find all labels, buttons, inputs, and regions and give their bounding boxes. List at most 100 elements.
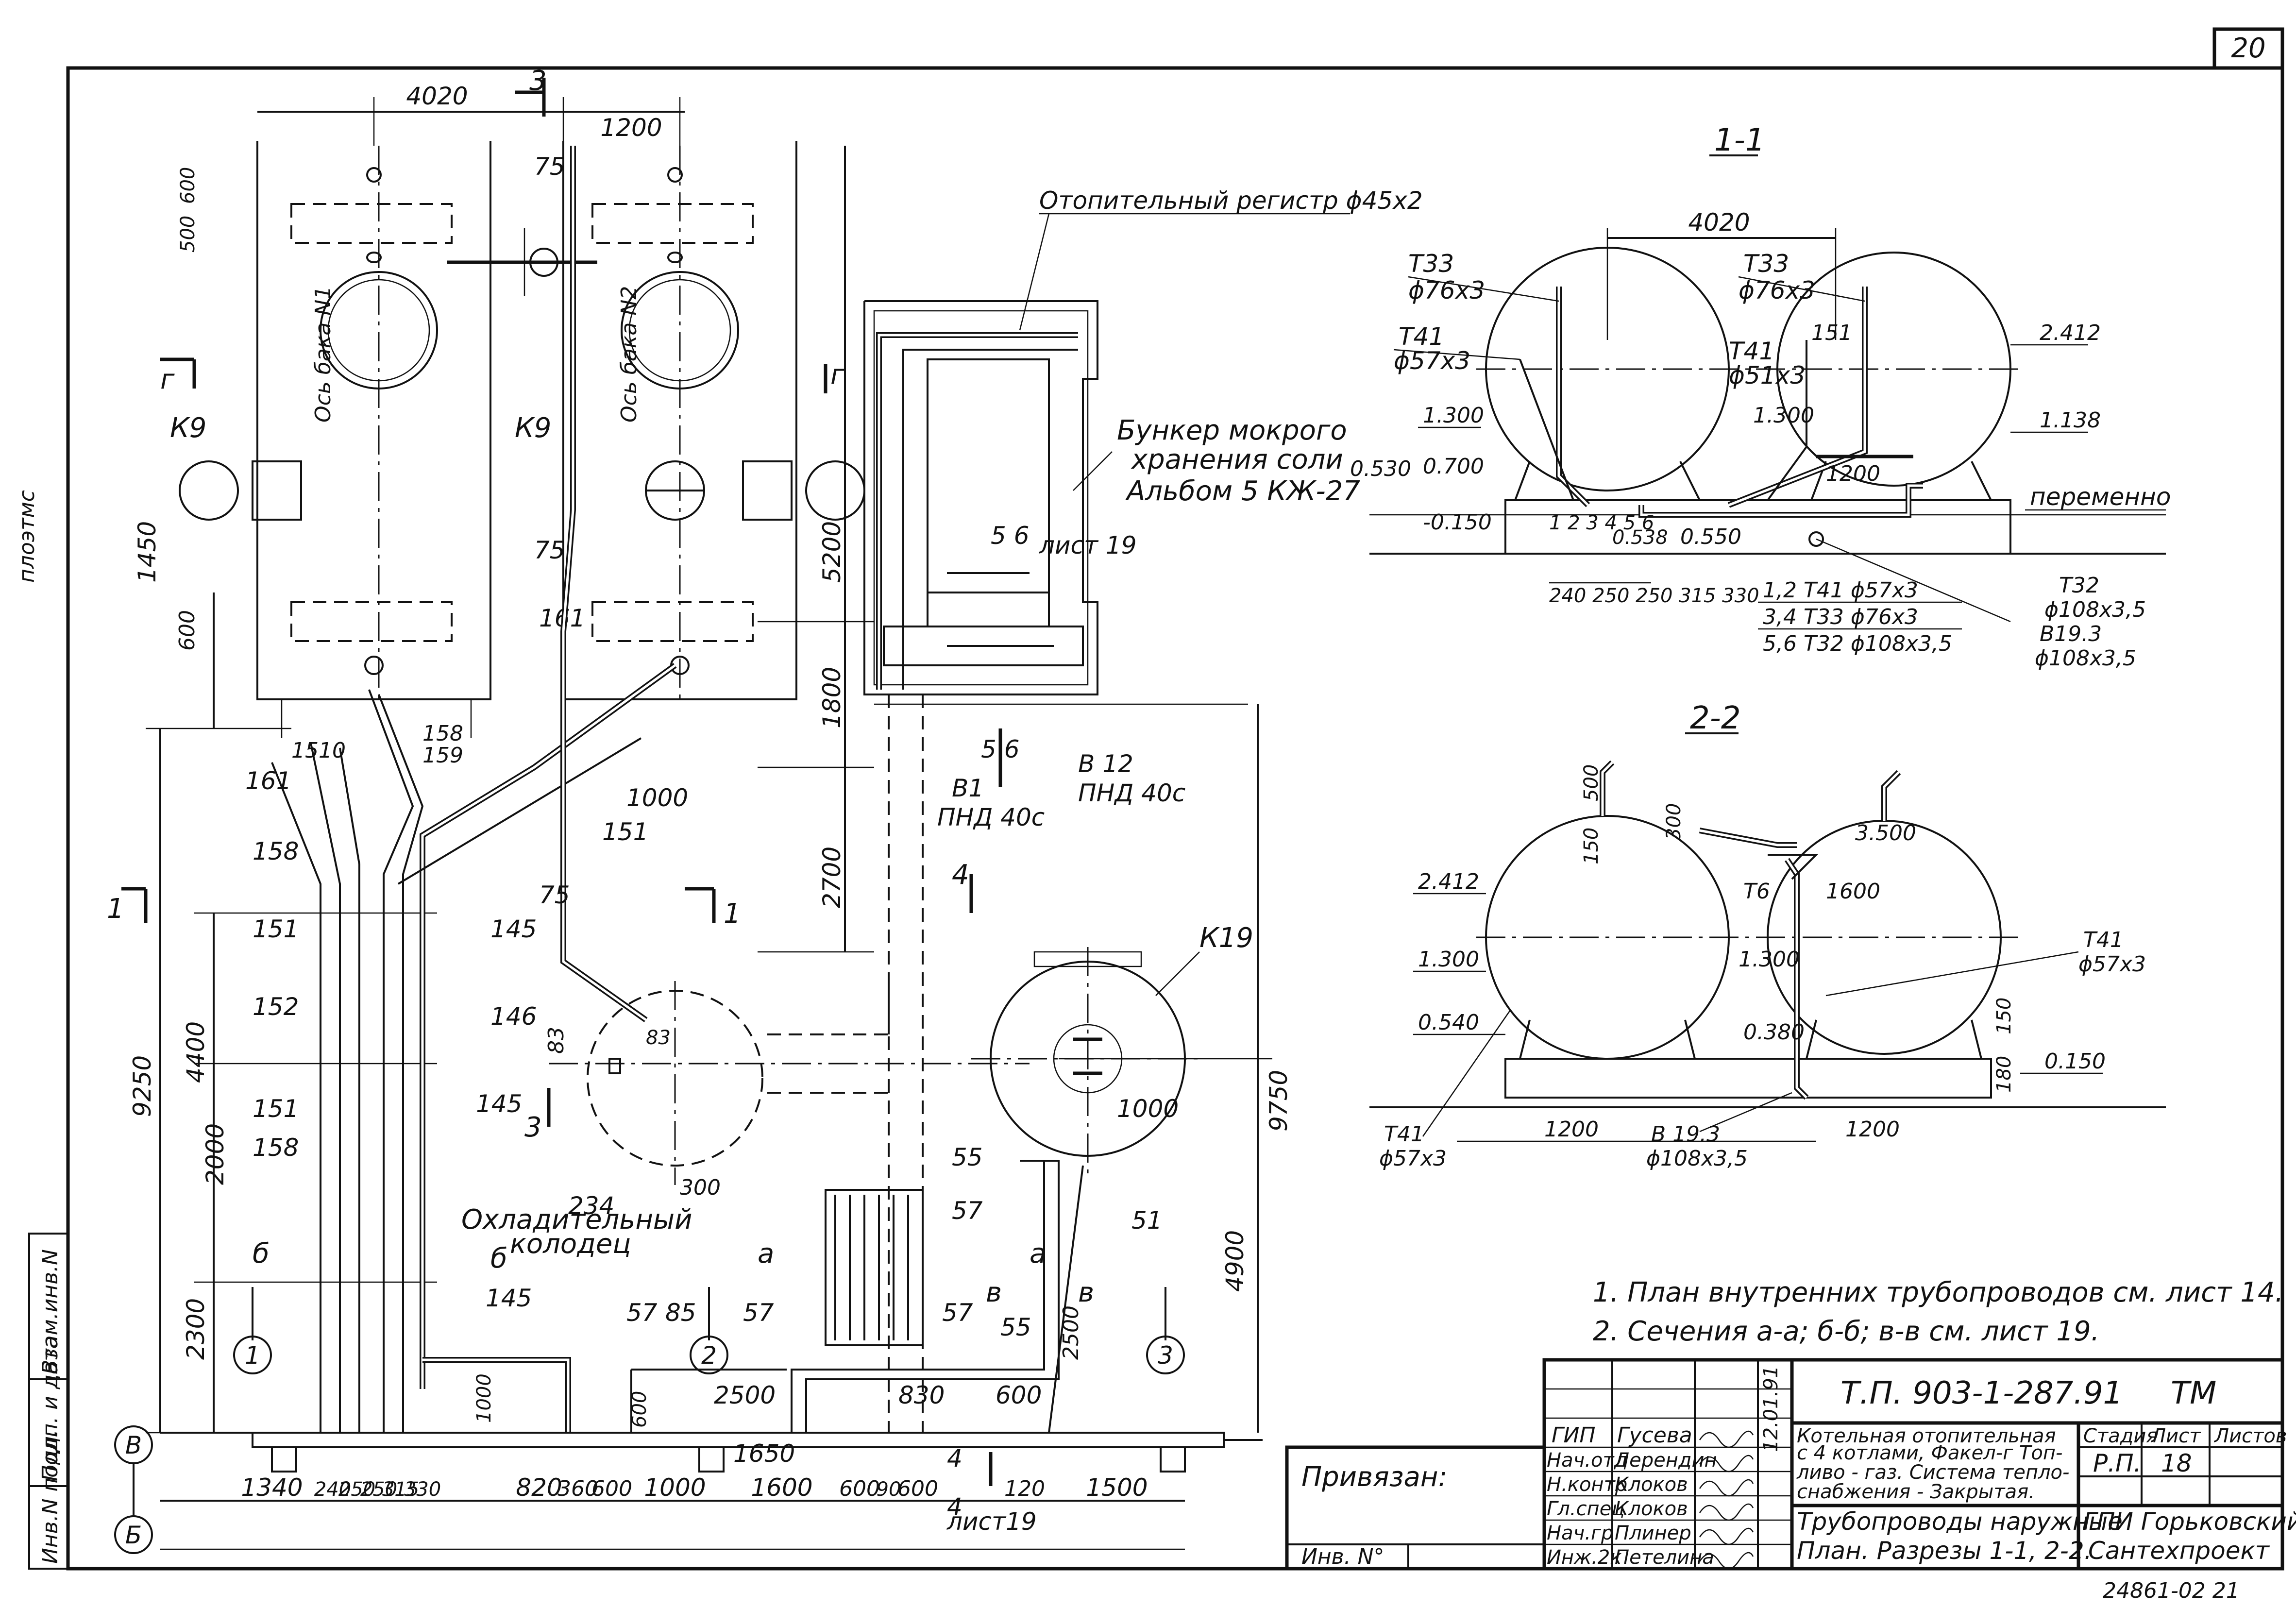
axis-2: 2 <box>701 1341 717 1370</box>
t41b-1: Т41 <box>1729 337 1774 365</box>
bd-330: 330 <box>404 1478 441 1501</box>
label-146: 146 <box>490 1002 537 1031</box>
label-75-a: 75 <box>534 152 565 181</box>
sec22-b193-2: ϕ108x3,5 <box>1646 1146 1748 1171</box>
section-2-left: г <box>160 364 175 395</box>
label-55-b: 57 <box>942 1299 973 1327</box>
name-3: Клоков <box>1615 1498 1688 1520</box>
el-1138: 1.138 <box>2040 408 2101 433</box>
bd-240: 240 <box>314 1478 351 1501</box>
proj-4: снабжения - Закрытая. <box>1797 1481 2035 1503</box>
tank1-axis-label: Ось бака N1 <box>311 286 336 423</box>
bunker-3: Альбом 5 КЖ-27 <box>1125 475 1360 507</box>
t41b-2: ϕ51x3 <box>1729 361 1806 389</box>
note-2: 2. Сечения а-а; б-б; в-в см. лист 19. <box>1593 1316 2099 1347</box>
dim-1200-top: 1200 <box>600 114 662 142</box>
bd-820: 820 <box>516 1473 562 1502</box>
sec-56-lower: 5 6 <box>981 735 1020 763</box>
bunker-1: Бункер мокрого <box>1117 415 1347 446</box>
label-152: 152 <box>253 993 299 1021</box>
label-158-c: 158 <box>253 1134 299 1162</box>
bd-600c: 600 <box>897 1476 938 1501</box>
tb-code: Т.П. 903-1-287.91 <box>1840 1375 2123 1411</box>
sec11-1200: 1200 <box>1826 461 1880 486</box>
title-block: Привязан: Инв. N° Т.П. 903-1-287.91 ТМ Г… <box>1285 1358 2296 1603</box>
sec-4-bottom-a: 4 <box>947 1444 962 1473</box>
plan-view: 4020 1200 3 Ось бака N1 <box>107 65 1423 1554</box>
label-k9-mid: К9 <box>515 412 551 444</box>
org-2: Сантехпроект <box>2088 1537 2270 1565</box>
strip-sign: Подп. и дата <box>38 1336 63 1481</box>
sec22-t41l-2: ϕ57x3 <box>1379 1146 1447 1171</box>
proj-1: Котельная отопительная <box>1797 1425 2056 1447</box>
label-85: 1650 <box>733 1439 795 1468</box>
dim-2700: 2700 <box>818 846 846 908</box>
sec22-el-3500: 3.500 <box>1855 821 1916 846</box>
footing <box>160 1432 1263 1473</box>
section-2-mid: г <box>830 359 845 390</box>
grid-axes: 1 2 3 В Б <box>114 1287 1185 1554</box>
label-151-b: 151 <box>253 915 299 943</box>
cooler-label-2: колодец <box>510 1228 631 1260</box>
n151: 151 <box>1811 321 1852 345</box>
bd-1000: 1000 <box>644 1473 706 1502</box>
sec11-peremenno: переменно <box>2030 483 2171 511</box>
sec22-el-1300: 1.300 <box>1418 947 1479 972</box>
section-3-mid: 3 <box>524 1112 542 1143</box>
sec11-pipe-nums: 1 2 3 4 5 6 <box>1549 512 1654 534</box>
label-k19: К19 <box>1199 922 1253 954</box>
role-0: ГИП <box>1552 1423 1596 1448</box>
strip-inv: Инв.N подл. <box>38 1429 63 1564</box>
axis-b: Б <box>125 1521 142 1549</box>
lower-pipes: 55 57 57 55 51 57 85 57 2500 830 600 600… <box>253 1143 1163 1468</box>
page-number: 20 <box>2231 33 2265 64</box>
el-0700: 0.700 <box>1423 454 1484 479</box>
sec22-el-0540: 0.540 <box>1418 1010 1479 1035</box>
label-151-a: 151 <box>602 818 648 846</box>
sec22-el-0380: 0.380 <box>1743 1020 1805 1045</box>
sec11-legend-1: 1,2 Т41 ϕ57x3 <box>1763 578 1918 603</box>
dim-2500-h: 830 <box>898 1381 945 1409</box>
org-1: ГПИ Горьковский <box>2083 1507 2296 1536</box>
sec-b-left: б <box>253 1238 270 1269</box>
label-57: 85 <box>665 1299 696 1327</box>
proj-3: ливо - газ. Система тепло- <box>1796 1461 2069 1484</box>
bd-1500: 1500 <box>1086 1473 1148 1502</box>
label-75-c: 75 <box>539 881 570 909</box>
label-75-b: 75 <box>534 536 565 564</box>
section-1-left: 1 <box>107 893 124 925</box>
tank-k19: К19 1000 <box>971 922 1253 1175</box>
notes: 1. План внутренних трубопроводов см. лис… <box>1593 1277 2283 1347</box>
sec-56: 5 6 <box>991 522 1030 550</box>
dim-4400: 4400 <box>182 1021 210 1083</box>
sheet19-ref: лист 19 <box>1039 531 1137 559</box>
label-b1-2: ПНД 40с <box>937 803 1045 831</box>
sheet19-bottom: лист19 <box>946 1507 1037 1536</box>
axis-3: 3 <box>1158 1341 1173 1370</box>
b193-2: ϕ108x3,5 <box>2035 646 2136 671</box>
stage-hdr-2: Листов <box>2213 1425 2287 1447</box>
sec22-el-2412: 2.412 <box>1418 869 1479 894</box>
sheet-frame: 20 плоэтмс <box>15 27 2284 1571</box>
stage-hdr-0: Стадия <box>2083 1425 2158 1447</box>
left-dims: 1450 9250 4400 2000 2300 600 500 600 <box>128 167 437 1434</box>
label-145-b: 145 <box>476 1090 522 1118</box>
right-dims: 9750 4900 2500 <box>874 703 1293 1433</box>
label-158-b: 158 <box>253 837 299 865</box>
sec11-title: 1-1 <box>1714 122 1765 158</box>
t41a-1: Т41 <box>1399 322 1444 351</box>
tank2-axis-label: Ось бака N2 <box>617 286 642 423</box>
dim-9750: 9750 <box>1265 1070 1293 1132</box>
bd-1600: 1600 <box>751 1473 812 1502</box>
sec-4-bottom-b: 4 <box>947 1493 962 1521</box>
bottom-code: 24861-02 21 <box>2103 1578 2240 1603</box>
label-55-a: 57 <box>952 1197 983 1225</box>
dim-5200: 5200 <box>818 521 846 583</box>
note-1: 1. План внутренних трубопроводов см. лис… <box>1593 1277 2283 1308</box>
el-0530: 0.530 <box>1350 457 1411 481</box>
bunker-2: хранения соли <box>1131 444 1343 475</box>
dim-2500: 2500 <box>1059 1305 1083 1360</box>
stage-val-1: 18 <box>2161 1449 2192 1477</box>
dim-1000-v: 1000 <box>473 1373 495 1423</box>
t41a-2: ϕ57x3 <box>1394 347 1470 375</box>
